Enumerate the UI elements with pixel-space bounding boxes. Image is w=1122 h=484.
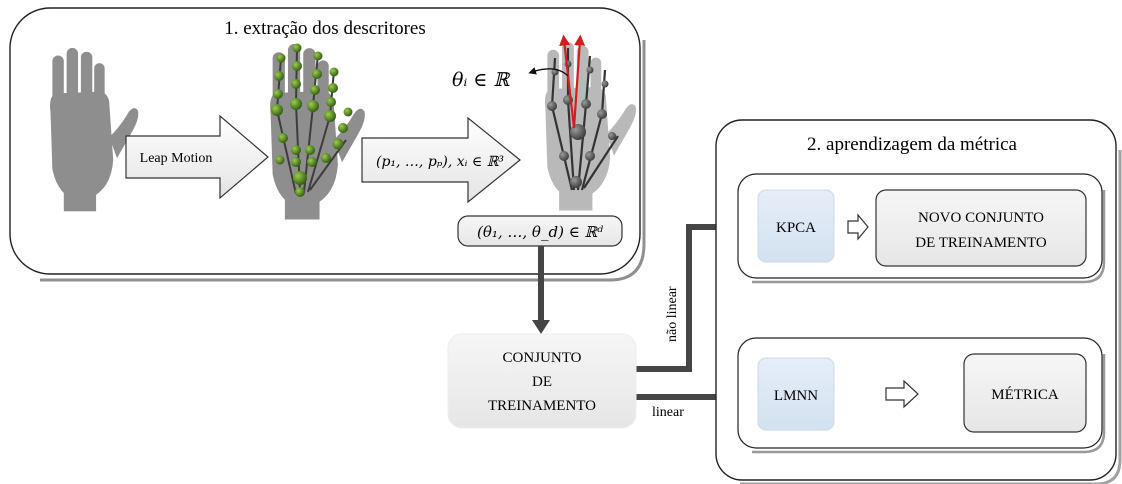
angle-line-right <box>572 34 586 129</box>
hand-angles-image <box>544 34 636 211</box>
outline-arrow-icon <box>847 213 869 241</box>
training-set-line2: DE <box>532 374 552 390</box>
descriptor-label: (θ₁, …, θ_d) ∈ ℝᵈ <box>477 223 603 241</box>
leap-motion-label: Leap Motion <box>140 151 213 166</box>
outline-arrow-icon <box>885 379 919 409</box>
points-label: (p₁, …, pₚ), xᵢ ∈ ℝ³ <box>376 154 504 170</box>
linear-label: linear <box>652 405 684 420</box>
panel1-shadow <box>40 40 646 282</box>
lmnn-box <box>757 357 835 431</box>
training-set-box <box>447 333 637 429</box>
new-set-line2: DE TREINAMENTO <box>915 235 1047 251</box>
new-set-line1: NOVO CONJUNTO <box>918 210 1044 226</box>
metric-label: MÉTRICA <box>991 386 1059 403</box>
points-arrow: (p₁, …, pₚ), xᵢ ∈ ℝ³ <box>361 116 521 204</box>
panel2-title: 2. aprendizagem da métrica <box>807 134 1018 155</box>
angle-line-left <box>559 34 576 129</box>
panel1-title: 1. extração dos descritores <box>224 18 426 39</box>
kpca-box <box>757 189 835 263</box>
kpca-label: KPCA <box>776 220 816 236</box>
training-set-line3: TREINAMENTO <box>488 398 596 414</box>
new-training-set-box <box>875 189 1087 267</box>
theta-pointer <box>528 67 569 77</box>
leap-motion-arrow: Leap Motion <box>125 114 269 200</box>
hand-joints-image <box>270 43 365 220</box>
metric-box <box>963 353 1087 433</box>
theta-label: θᵢ ∈ ℝ <box>452 69 510 91</box>
nonlinear-label: não linear <box>665 286 680 342</box>
training-set-line1: CONJUNTO <box>503 350 582 366</box>
lmnn-label: LMNN <box>774 388 818 404</box>
